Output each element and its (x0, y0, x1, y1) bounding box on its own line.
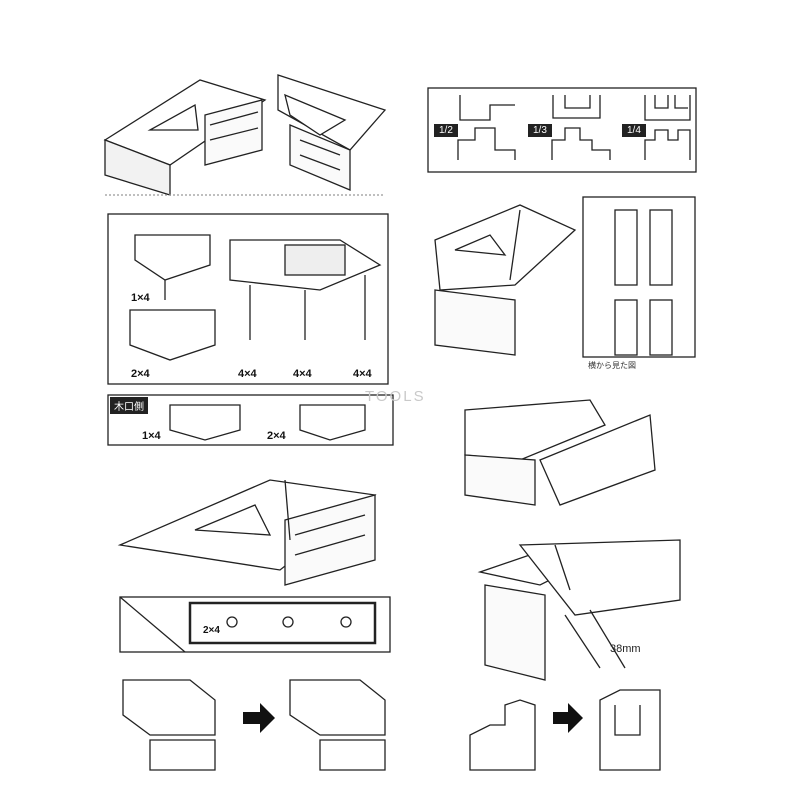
size-label-4x4-c: 4×4 (353, 368, 372, 380)
scene-square-large (117, 479, 377, 586)
size-label-4x4-b: 4×4 (293, 368, 312, 380)
size-label-1x4: 1×4 (131, 292, 150, 304)
end-grain-tag: 木口側 (110, 397, 148, 414)
size-label-2x4-board: 2×4 (203, 625, 220, 636)
arrow-right-icon (243, 703, 275, 733)
scene-square-dimension (477, 539, 681, 681)
scene-square-on-board-2 (277, 74, 387, 191)
fraction-quarter: 1/4 (622, 124, 646, 137)
side-view-caption: 横から見た図 (588, 361, 636, 370)
size-label-1x4-end: 1×4 (142, 430, 161, 442)
dimension-label: 38mm (610, 643, 641, 655)
side-view-panel (582, 196, 696, 358)
scene-square-on-board-1 (103, 79, 267, 196)
scene-square-on-post (464, 399, 656, 506)
joint-types-panel (427, 87, 697, 173)
fraction-third: 1/3 (528, 124, 552, 137)
size-label-4x4-a: 4×4 (238, 368, 257, 380)
fraction-half: 1/2 (434, 124, 458, 137)
arrow-right-icon (553, 703, 583, 733)
scene-square-on-board-3 (434, 204, 577, 356)
size-label-2x4: 2×4 (131, 368, 150, 380)
watermark: TOOLS (365, 388, 426, 405)
size-label-2x4-end: 2×4 (267, 430, 286, 442)
